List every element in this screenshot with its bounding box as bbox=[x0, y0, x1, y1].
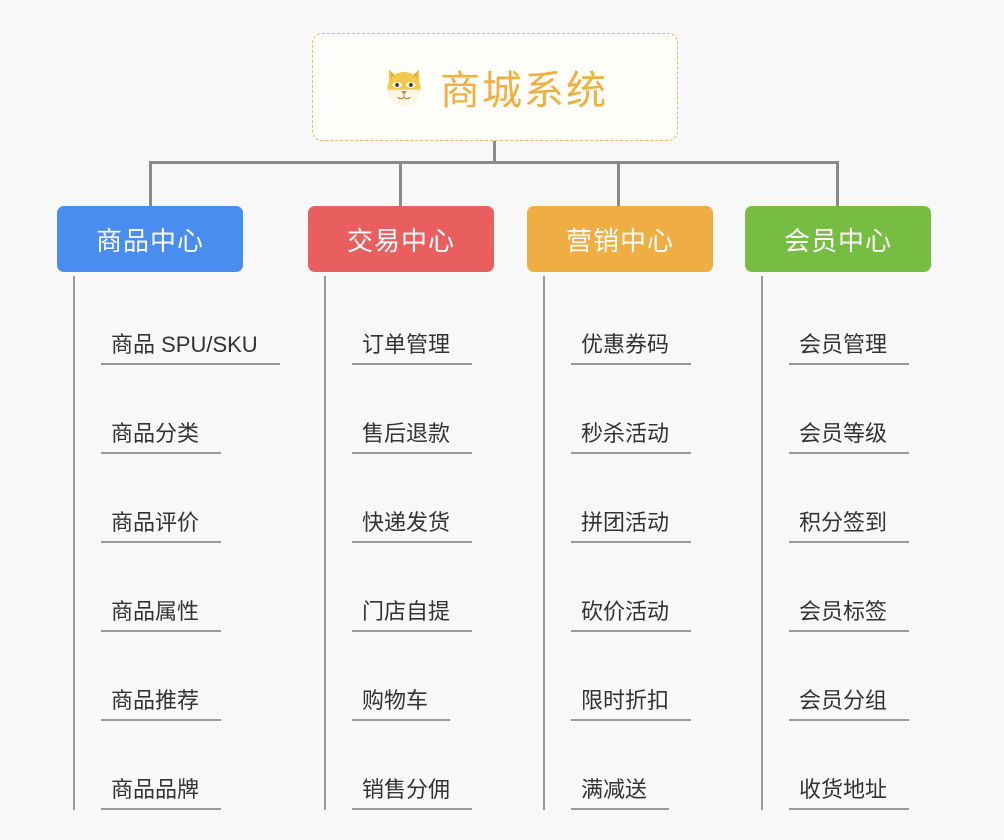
list-item-label: 砍价活动 bbox=[571, 599, 692, 632]
list-item[interactable]: 商品分类 bbox=[73, 365, 280, 454]
root-node[interactable]: 商城系统 bbox=[312, 33, 678, 141]
leaf-trunk-line bbox=[324, 276, 326, 810]
list-item[interactable]: 秒杀活动 bbox=[543, 365, 692, 454]
connector-drop-1 bbox=[149, 161, 152, 208]
list-item[interactable]: 收货地址 bbox=[761, 721, 910, 810]
list-item-label: 商品 SPU/SKU bbox=[101, 332, 280, 365]
list-item[interactable]: 商品属性 bbox=[73, 543, 280, 632]
leaf-column-trade: 订单管理 售后退款 快递发货 门店自提 购物车 销售分佣 bbox=[324, 276, 473, 810]
list-item[interactable]: 商品推荐 bbox=[73, 632, 280, 721]
list-item-label: 会员分组 bbox=[789, 688, 910, 721]
category-label: 商品中心 bbox=[95, 225, 204, 256]
list-item[interactable]: 商品 SPU/SKU bbox=[73, 276, 280, 365]
list-item[interactable]: 优惠券码 bbox=[543, 276, 692, 365]
list-item[interactable]: 售后退款 bbox=[324, 365, 473, 454]
list-item-label: 积分签到 bbox=[789, 510, 910, 543]
leaf-column-member: 会员管理 会员等级 积分签到 会员标签 会员分组 收货地址 bbox=[761, 276, 910, 810]
list-item-label: 商品评价 bbox=[101, 510, 222, 543]
root-title: 商城系统 bbox=[440, 69, 608, 113]
connector-drop-4 bbox=[836, 161, 839, 208]
list-item-label: 优惠券码 bbox=[571, 332, 692, 365]
category-box-trade[interactable]: 交易中心 bbox=[308, 206, 494, 272]
list-item[interactable]: 会员等级 bbox=[761, 365, 910, 454]
list-item[interactable]: 限时折扣 bbox=[543, 632, 692, 721]
connector-bus bbox=[149, 161, 839, 164]
list-item-label: 限时折扣 bbox=[571, 688, 692, 721]
list-item[interactable]: 销售分佣 bbox=[324, 721, 473, 810]
list-item-label: 会员标签 bbox=[789, 599, 910, 632]
list-item-label: 满减送 bbox=[571, 777, 670, 810]
list-item[interactable]: 订单管理 bbox=[324, 276, 473, 365]
list-item[interactable]: 会员管理 bbox=[761, 276, 910, 365]
list-item-label: 秒杀活动 bbox=[571, 421, 692, 454]
leaf-trunk-line bbox=[761, 276, 763, 810]
list-item[interactable]: 商品评价 bbox=[73, 454, 280, 543]
category-label: 交易中心 bbox=[346, 225, 455, 256]
list-item[interactable]: 满减送 bbox=[543, 721, 691, 810]
list-item[interactable]: 拼团活动 bbox=[543, 454, 692, 543]
list-item-label: 会员管理 bbox=[789, 332, 910, 365]
list-item-label: 快递发货 bbox=[352, 510, 473, 543]
list-item[interactable]: 商品品牌 bbox=[73, 721, 280, 810]
leaf-trunk-line bbox=[543, 276, 545, 810]
list-item-label: 拼团活动 bbox=[571, 510, 692, 543]
list-item-label: 商品品牌 bbox=[101, 777, 222, 810]
leaf-column-product: 商品 SPU/SKU 商品分类 商品评价 商品属性 商品推荐 商品品牌 bbox=[73, 276, 280, 810]
list-item-label: 门店自提 bbox=[352, 599, 473, 632]
list-item[interactable]: 会员分组 bbox=[761, 632, 910, 721]
list-item-label: 商品分类 bbox=[101, 421, 222, 454]
list-item-label: 销售分佣 bbox=[352, 777, 473, 810]
list-item[interactable]: 门店自提 bbox=[324, 543, 473, 632]
connector-root-stem bbox=[493, 141, 496, 163]
list-item-label: 收货地址 bbox=[789, 777, 910, 810]
connector-drop-3 bbox=[617, 161, 620, 208]
category-box-member[interactable]: 会员中心 bbox=[745, 206, 931, 272]
category-label: 会员中心 bbox=[783, 225, 892, 256]
list-item-label: 商品属性 bbox=[101, 599, 222, 632]
list-item[interactable]: 购物车 bbox=[324, 632, 472, 721]
list-item[interactable]: 积分签到 bbox=[761, 454, 910, 543]
list-item[interactable]: 会员标签 bbox=[761, 543, 910, 632]
leaf-column-marketing: 优惠券码 秒杀活动 拼团活动 砍价活动 限时折扣 满减送 bbox=[543, 276, 692, 810]
list-item-label: 购物车 bbox=[352, 688, 451, 721]
list-item[interactable]: 快递发货 bbox=[324, 454, 473, 543]
list-item-label: 商品推荐 bbox=[101, 688, 222, 721]
category-label: 营销中心 bbox=[565, 225, 674, 256]
list-item-label: 会员等级 bbox=[789, 421, 910, 454]
dog-face-icon bbox=[382, 65, 426, 109]
list-item[interactable]: 砍价活动 bbox=[543, 543, 692, 632]
leaf-trunk-line bbox=[73, 276, 75, 810]
connector-drop-2 bbox=[399, 161, 402, 208]
list-item-label: 订单管理 bbox=[352, 332, 473, 365]
category-box-product[interactable]: 商品中心 bbox=[57, 206, 243, 272]
list-item-label: 售后退款 bbox=[352, 421, 473, 454]
category-box-marketing[interactable]: 营销中心 bbox=[527, 206, 713, 272]
